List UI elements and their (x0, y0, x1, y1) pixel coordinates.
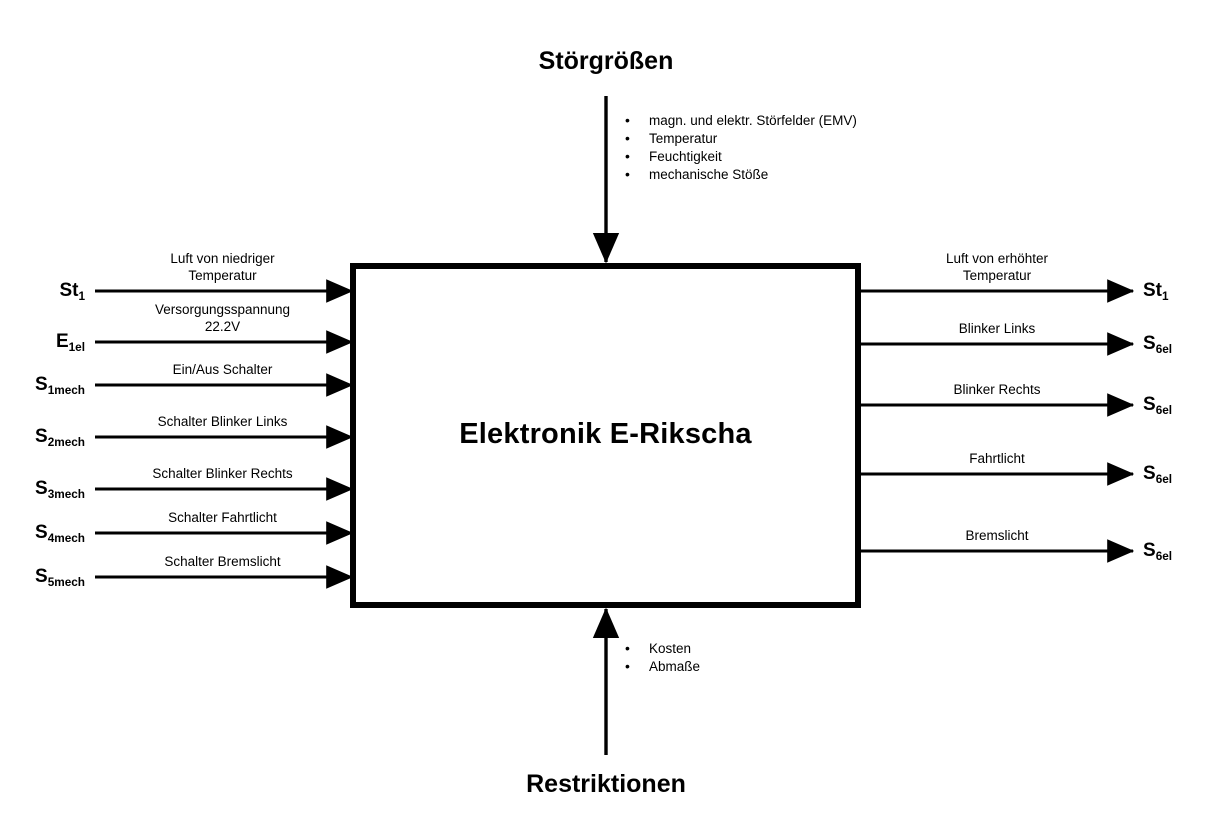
port-symbol: S (35, 522, 48, 543)
input-port-0: St1 (0, 280, 85, 303)
output-port-0: St1 (1143, 280, 1206, 303)
port-symbol: S (1143, 394, 1156, 415)
input-port-4: S3mech (0, 478, 85, 501)
port-subscript: 5mech (47, 575, 85, 589)
system-block: Elektronik E-Rikscha (350, 263, 861, 608)
port-subscript: 1el (68, 340, 85, 354)
output-port-1: S6el (1143, 333, 1206, 356)
input-flow-label-0: Luft von niedriger Temperatur (170, 251, 275, 283)
input-flow-label-5: Schalter Fahrtlicht (168, 510, 277, 525)
port-subscript: 1 (78, 289, 85, 303)
disturbances-list: magn. und elektr. Störfelder (EMV)Temper… (621, 111, 921, 184)
input-flow-label-2: Ein/Aus Schalter (172, 362, 273, 377)
input-port-6: S5mech (0, 566, 85, 589)
port-subscript: 4mech (47, 531, 85, 545)
input-flow-label-6: Schalter Bremslicht (164, 554, 281, 569)
output-flow-label-1: Blinker Links (958, 321, 1036, 336)
input-flow-label-4: Schalter Blinker Rechts (152, 466, 293, 481)
output-port-3: S6el (1143, 463, 1206, 486)
output-flow-label-3: Fahrtlicht (969, 451, 1025, 466)
port-symbol: S (1143, 463, 1156, 484)
port-symbol: S (35, 426, 48, 447)
disturbance-item: Feuchtigkeit (621, 147, 921, 166)
disturbance-item: Temperatur (621, 129, 921, 148)
input-port-3: S2mech (0, 426, 85, 449)
port-symbol: S (35, 374, 48, 395)
port-symbol: S (1143, 333, 1156, 354)
port-symbol: E (55, 331, 69, 352)
port-symbol: St (1143, 280, 1162, 301)
port-subscript: 1mech (47, 383, 85, 397)
input-port-1: E1el (0, 331, 85, 354)
restriction-item: Abmaße (621, 657, 881, 676)
input-port-2: S1mech (0, 374, 85, 397)
port-symbol: S (35, 478, 48, 499)
port-subscript: 6el (1155, 403, 1173, 417)
port-symbol: St (59, 280, 79, 301)
restrictions-heading: Restriktionen (526, 770, 686, 798)
port-subscript: 2mech (47, 435, 85, 449)
port-subscript: 6el (1155, 472, 1173, 486)
port-subscript: 6el (1155, 549, 1173, 563)
port-symbol: S (1143, 540, 1156, 561)
output-port-2: S6el (1143, 394, 1206, 417)
input-flow-label-1: Versorgungsspannung 22.2V (154, 302, 291, 334)
restrictions-list: KostenAbmaße (621, 639, 881, 676)
output-port-4: S6el (1143, 540, 1206, 563)
disturbance-item: magn. und elektr. Störfelder (EMV) (621, 111, 921, 130)
disturbances-heading: Störgrößen (538, 47, 674, 75)
output-flow-label-4: Bremslicht (965, 528, 1029, 543)
port-subscript: 6el (1155, 342, 1173, 356)
port-subscript: 1 (1162, 289, 1169, 303)
input-port-5: S4mech (0, 522, 85, 545)
output-flow-label-0: Luft von erhöhter Temperatur (945, 251, 1049, 283)
disturbance-item: mechanische Stöße (621, 165, 921, 184)
port-symbol: S (35, 566, 48, 587)
system-block-title: Elektronik E-Rikscha (459, 418, 752, 450)
restriction-item: Kosten (621, 639, 881, 658)
output-flow-label-2: Blinker Rechts (953, 382, 1041, 397)
input-flow-label-3: Schalter Blinker Links (157, 414, 288, 429)
port-subscript: 3mech (47, 487, 85, 501)
